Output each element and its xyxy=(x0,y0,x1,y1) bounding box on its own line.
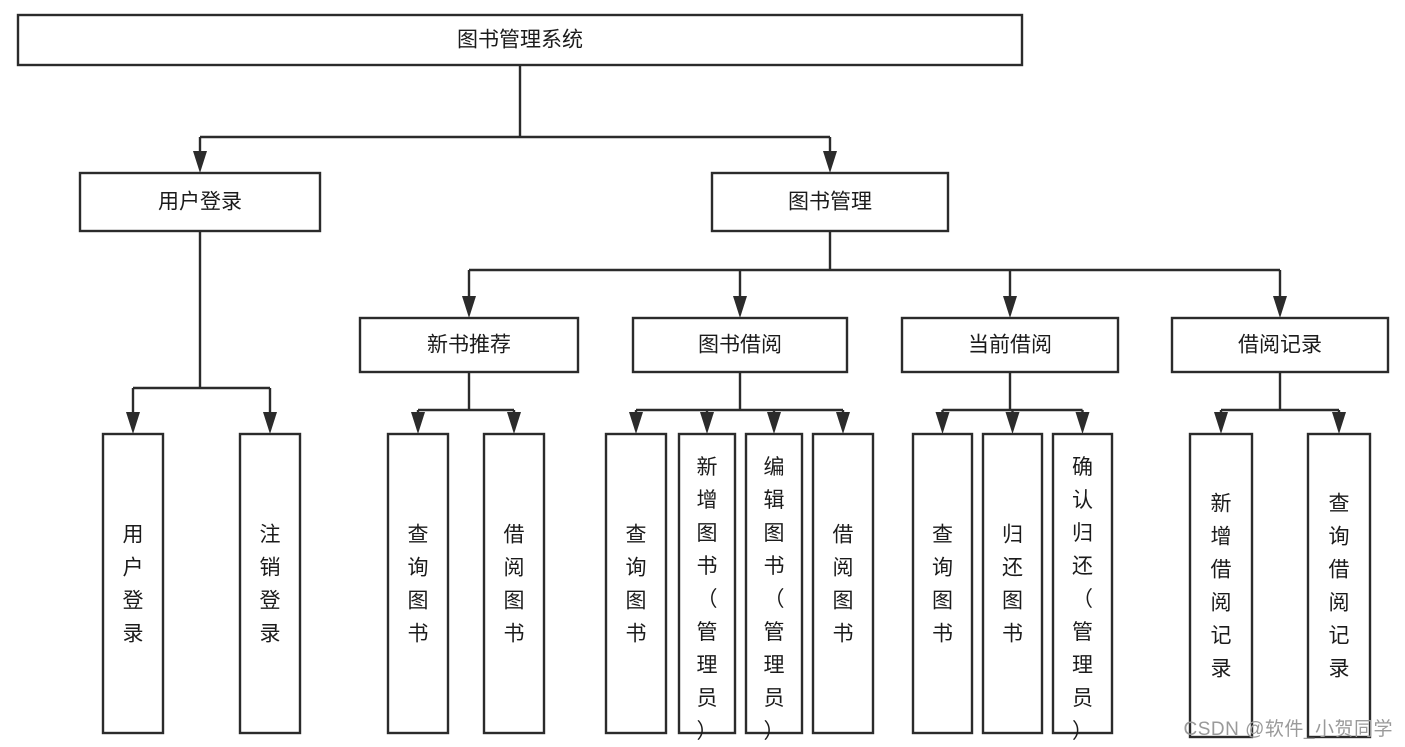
node-box-leaf-confirm-return xyxy=(1051,432,1114,735)
arrow-head-icon xyxy=(1273,296,1287,318)
node-root[interactable]: 图书管理系统 xyxy=(16,13,1024,67)
node-label-current-borrow: 当前借阅 xyxy=(968,334,1052,357)
node-label-user-login: 用户登录 xyxy=(158,191,242,214)
node-label-borrow-record: 借阅记录 xyxy=(1238,334,1322,357)
node-leaf-user-logout[interactable]: 注销登录 xyxy=(238,432,302,735)
node-leaf-query-borrow-record[interactable]: 查询借阅记录 xyxy=(1306,432,1372,739)
arrow-head-icon xyxy=(823,151,837,173)
node-box-current-borrow xyxy=(900,316,1120,374)
node-leaf-query-book-borrow[interactable]: 查询图书 xyxy=(604,432,668,735)
node-leaf-confirm-return[interactable]: 确认归还（管理员） xyxy=(1051,432,1114,743)
node-leaf-add-borrow-record[interactable]: 新增借阅记录 xyxy=(1188,432,1254,739)
node-label-leaf-confirm-return: 确认归还（管理员） xyxy=(1072,456,1093,743)
node-leaf-user-login[interactable]: 用户登录 xyxy=(101,432,165,735)
node-box-leaf-borrow-book-recommend xyxy=(482,432,546,735)
node-user-login[interactable]: 用户登录 xyxy=(78,171,322,233)
arrow-head-icon xyxy=(767,412,781,434)
arrow-head-icon xyxy=(1214,412,1228,434)
node-box-leaf-user-logout xyxy=(238,432,302,735)
arrow-head-icon xyxy=(263,412,277,434)
node-label-leaf-query-book-borrow: 查询图书 xyxy=(626,524,647,646)
nodes-layer: 图书管理系统用户登录图书管理新书推荐图书借阅当前借阅借阅记录用户登录注销登录查询… xyxy=(16,13,1390,743)
node-label-leaf-user-logout: 注销登录 xyxy=(260,524,281,646)
node-leaf-return-book[interactable]: 归还图书 xyxy=(981,432,1044,735)
node-box-book-borrow xyxy=(631,316,849,374)
arrow-head-icon xyxy=(193,151,207,173)
node-box-leaf-add-book xyxy=(677,432,737,735)
arrow-head-icon xyxy=(629,412,643,434)
node-box-leaf-add-borrow-record xyxy=(1188,432,1254,739)
node-book-borrow[interactable]: 图书借阅 xyxy=(631,316,849,374)
node-label-book-borrow: 图书借阅 xyxy=(698,334,782,357)
arrow-head-icon xyxy=(1332,412,1346,434)
connectors-layer xyxy=(126,65,1346,434)
arrow-head-icon xyxy=(1075,412,1090,434)
node-leaf-edit-book[interactable]: 编辑图书（管理员） xyxy=(744,432,804,743)
node-box-leaf-query-borrow-record xyxy=(1306,432,1372,739)
node-new-book-recommend[interactable]: 新书推荐 xyxy=(358,316,580,374)
arrow-head-icon xyxy=(411,412,425,434)
node-box-leaf-edit-book xyxy=(744,432,804,735)
arrow-head-icon xyxy=(462,296,476,318)
node-leaf-query-book-current[interactable]: 查询图书 xyxy=(911,432,974,735)
node-leaf-query-book-recommend[interactable]: 查询图书 xyxy=(386,432,450,735)
node-leaf-borrow-book[interactable]: 借阅图书 xyxy=(811,432,875,735)
node-label-leaf-borrow-book: 借阅图书 xyxy=(833,524,854,646)
node-box-leaf-return-book xyxy=(981,432,1044,735)
node-box-borrow-record xyxy=(1170,316,1390,374)
arrow-head-icon xyxy=(1005,412,1020,434)
arrow-head-icon xyxy=(1003,296,1017,318)
csdn-watermark: CSDN @软件_小贺同学 xyxy=(1183,719,1393,740)
node-label-leaf-return-book: 归还图书 xyxy=(1002,524,1023,646)
node-box-leaf-user-login xyxy=(101,432,165,735)
arrow-head-icon xyxy=(836,412,850,434)
node-box-book-manage xyxy=(710,171,950,233)
node-box-user-login xyxy=(78,171,322,233)
node-label-new-book-recommend: 新书推荐 xyxy=(427,334,511,357)
arrow-head-icon xyxy=(935,412,950,434)
node-box-leaf-query-book-current xyxy=(911,432,974,735)
node-label-leaf-query-book-current: 查询图书 xyxy=(932,524,953,646)
node-label-leaf-add-book: 新增图书（管理员） xyxy=(697,456,718,743)
node-label-book-manage: 图书管理 xyxy=(788,191,872,214)
arrow-head-icon xyxy=(733,296,747,318)
node-leaf-add-book[interactable]: 新增图书（管理员） xyxy=(677,432,737,743)
node-label-leaf-borrow-book-recommend: 借阅图书 xyxy=(504,524,525,646)
node-box-leaf-query-book-recommend xyxy=(386,432,450,735)
node-label-leaf-query-borrow-record: 查询借阅记录 xyxy=(1329,493,1350,681)
node-book-manage[interactable]: 图书管理 xyxy=(710,171,950,233)
node-box-leaf-borrow-book xyxy=(811,432,875,735)
arrow-head-icon xyxy=(700,412,714,434)
node-label-root: 图书管理系统 xyxy=(457,29,583,52)
node-label-leaf-add-borrow-record: 新增借阅记录 xyxy=(1211,493,1232,681)
node-box-new-book-recommend xyxy=(358,316,580,374)
node-box-leaf-query-book-borrow xyxy=(604,432,668,735)
node-current-borrow[interactable]: 当前借阅 xyxy=(900,316,1120,374)
arrow-head-icon xyxy=(507,412,521,434)
node-label-leaf-edit-book: 编辑图书（管理员） xyxy=(764,456,785,743)
arrow-head-icon xyxy=(126,412,140,434)
node-borrow-record[interactable]: 借阅记录 xyxy=(1170,316,1390,374)
node-box-root xyxy=(16,13,1024,67)
node-leaf-borrow-book-recommend[interactable]: 借阅图书 xyxy=(482,432,546,735)
node-label-leaf-user-login: 用户登录 xyxy=(123,524,144,646)
node-label-leaf-query-book-recommend: 查询图书 xyxy=(408,524,429,646)
